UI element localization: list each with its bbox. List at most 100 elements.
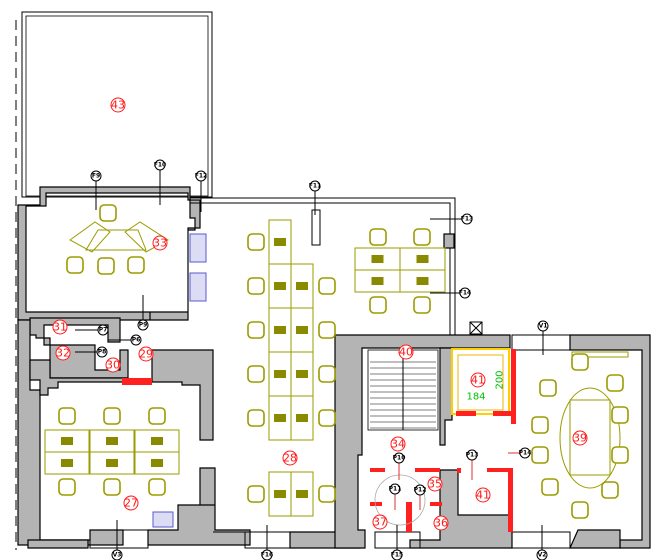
room-number: 40	[399, 346, 413, 359]
wall-room-39-bottom	[569, 529, 621, 549]
tag-p12: P12	[414, 484, 426, 510]
chair	[369, 228, 387, 246]
elevator-height-dim: 200	[495, 370, 506, 389]
room-number: 27	[124, 497, 138, 510]
room-number: 29	[139, 348, 153, 361]
chair	[601, 481, 619, 499]
room-label-circle	[390, 436, 406, 452]
room-number: 28	[283, 452, 297, 465]
computer-icon	[61, 459, 73, 467]
room-label: 28	[282, 450, 298, 466]
computer-icon	[274, 490, 286, 498]
column	[443, 233, 455, 249]
chair	[413, 228, 431, 246]
tag-p9: P9	[137, 295, 149, 331]
tag-circle	[261, 549, 273, 560]
wall-room-27-right	[151, 349, 214, 441]
chair	[369, 296, 387, 314]
computer-icon	[371, 277, 384, 285]
wall-stair-right	[439, 347, 453, 446]
window-v2	[511, 531, 571, 549]
chair	[531, 446, 549, 464]
tag-circle	[97, 324, 109, 336]
tag-circle	[96, 346, 108, 358]
chair	[413, 296, 431, 314]
chair	[571, 501, 589, 519]
desk	[89, 451, 135, 475]
computer-icon	[416, 277, 429, 285]
computer-icon	[151, 459, 163, 467]
tag-p8: P8	[75, 346, 108, 358]
room-label-circle	[475, 487, 491, 503]
tag-text: F15	[391, 552, 403, 559]
tag-text: F10	[154, 162, 166, 169]
tag-circle	[130, 334, 142, 346]
tag-circle	[137, 319, 149, 331]
tag-circle	[393, 452, 405, 464]
room-label-circle	[123, 495, 139, 511]
room-number: 41	[471, 374, 485, 387]
tag-v3: V3	[111, 520, 123, 560]
computer-icon	[274, 238, 286, 246]
tag-f14: F14	[430, 287, 471, 299]
computer-icon	[296, 490, 308, 498]
fire-wall-segment	[430, 502, 442, 506]
room-label: 35	[427, 476, 443, 492]
tag-text: F14	[459, 290, 471, 297]
room-label-circle	[372, 514, 388, 530]
wall-core-left	[334, 334, 511, 549]
chair	[606, 374, 624, 392]
terrace-43-inner	[25, 15, 209, 197]
room-label: 31	[52, 319, 68, 335]
room-label-circle	[398, 344, 414, 360]
fire-door-29	[122, 378, 152, 385]
tag-f16: F16	[261, 525, 273, 560]
tag-circle	[537, 320, 549, 332]
tag-p14: P14	[508, 447, 531, 459]
chair	[247, 365, 265, 383]
door-swing	[374, 474, 426, 526]
tag-circle	[391, 549, 403, 560]
tag-circle	[536, 549, 548, 560]
tag-text: V2	[538, 552, 547, 559]
tag-circle	[309, 180, 321, 192]
tag-v2: V2	[536, 525, 548, 560]
chair	[247, 409, 265, 427]
room-number: 35	[428, 478, 442, 491]
room-label-circle	[572, 430, 588, 446]
desk	[290, 471, 314, 517]
computer-icon	[371, 255, 384, 263]
wall-rooms-31-32	[29, 317, 129, 379]
chair	[531, 416, 549, 434]
tag-text: P7	[99, 327, 108, 334]
tag-circle	[90, 170, 102, 182]
tag-text: P9	[139, 322, 148, 329]
room-label: 37	[372, 514, 388, 530]
shaft-cross	[469, 321, 483, 335]
wall-room-27-top	[29, 359, 129, 396]
room-label: 30	[105, 357, 121, 373]
chair	[103, 478, 121, 496]
computer-icon	[274, 414, 286, 422]
computer-icon	[274, 370, 286, 378]
room-label-circle	[105, 357, 121, 373]
tag-f13: F13	[430, 213, 473, 225]
room-number: 43	[111, 99, 125, 112]
computer-icon	[274, 282, 286, 290]
chair	[247, 485, 265, 503]
room-label: 39	[572, 430, 588, 446]
tag-text: P10	[393, 455, 406, 462]
desk	[134, 451, 180, 475]
room-label-circle	[152, 235, 168, 251]
tag-v1: V1	[537, 320, 549, 355]
tag-circle	[461, 213, 473, 225]
tag-f11: F11	[309, 180, 321, 215]
window-v1	[511, 334, 571, 351]
tag-text: F11	[309, 183, 321, 190]
room-label: 43	[110, 97, 126, 113]
wall-bottom-left	[27, 539, 89, 549]
elevator-shaft	[451, 348, 510, 415]
walls: 184 200	[15, 11, 651, 550]
